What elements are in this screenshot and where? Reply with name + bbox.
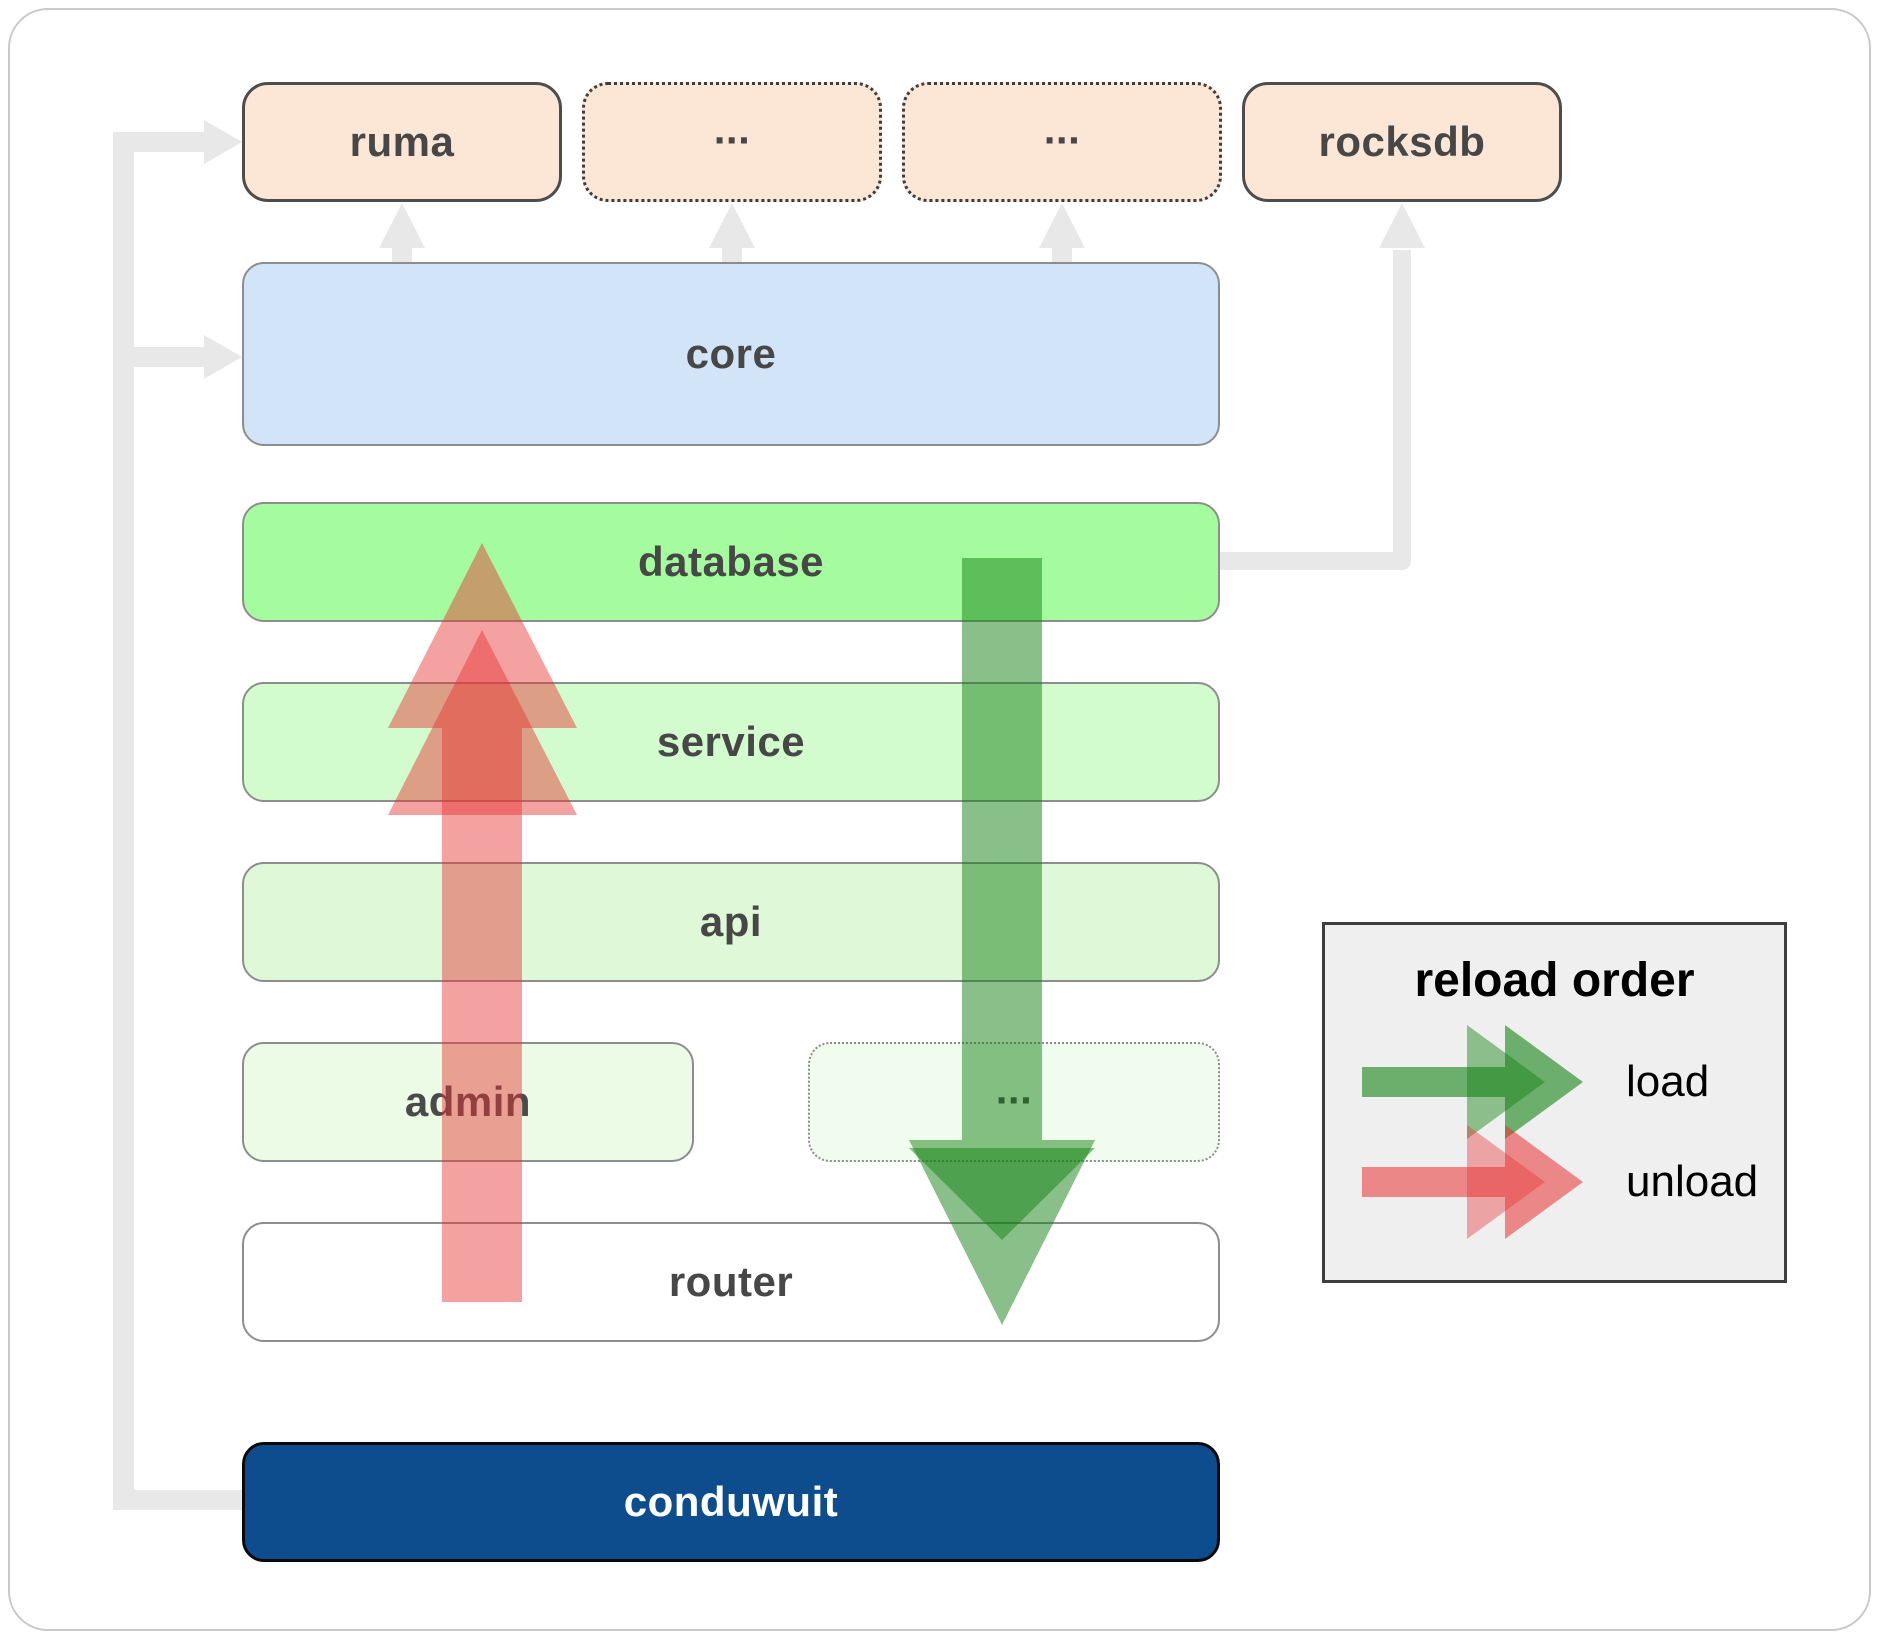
router-layer-box: router [242,1222,1220,1342]
ruma-label: ruma [349,118,455,165]
database-label: database [637,538,825,585]
api-layer-box: api [242,862,1220,982]
database-layer-box: database [242,502,1220,622]
api-label: api [699,898,763,945]
core-label: core [685,330,777,377]
admin-layer-box: admin [242,1042,694,1162]
conduwuit-box: conduwuit [242,1442,1220,1562]
ellipsis-label-2: ... [1043,105,1081,153]
legend-title: reload order [1414,954,1695,1007]
ellipsis-label-3: ... [995,1065,1033,1113]
legend-load-label: load [1626,1057,1710,1106]
ellipsis-module-box-2: ... [902,82,1222,202]
service-layer-box: service [242,682,1220,802]
legend-unload-label: unload [1626,1157,1759,1206]
ruma-module-box: ruma [242,82,562,202]
router-label: router [668,1258,794,1305]
core-layer-box: core [242,262,1220,446]
service-label: service [656,718,806,765]
diagram-border [8,8,1871,1631]
ellipsis-layer-box: ... [808,1042,1220,1162]
conduwuit-label: conduwuit [623,1478,839,1525]
ellipsis-module-box-1: ... [582,82,882,202]
rocksdb-label: rocksdb [1318,118,1486,165]
ellipsis-label-1: ... [713,105,751,153]
legend-panel: reload order [1322,922,1787,1283]
admin-label: admin [404,1078,532,1125]
rocksdb-module-box: rocksdb [1242,82,1562,202]
